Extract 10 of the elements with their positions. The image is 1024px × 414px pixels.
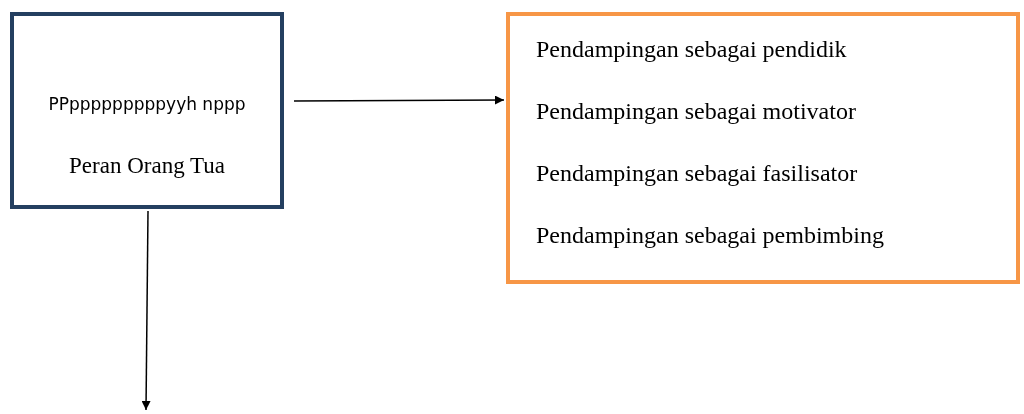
list-item: Pendampingan sebagai motivator	[536, 98, 856, 125]
arrow	[293, 95, 505, 105]
list-item: Pendampingan sebagai pembimbing	[536, 222, 884, 249]
node-text: PPpppppppppyyh nppp	[47, 94, 247, 115]
list-item: Pendampingan sebagai pendidik	[536, 36, 847, 63]
list-box	[506, 12, 1020, 284]
process-box	[10, 12, 284, 209]
list-item: Pendampingan sebagai fasilisator	[536, 160, 858, 187]
node-title: Peran Orang Tua	[68, 152, 226, 180]
arrow	[141, 210, 151, 411]
